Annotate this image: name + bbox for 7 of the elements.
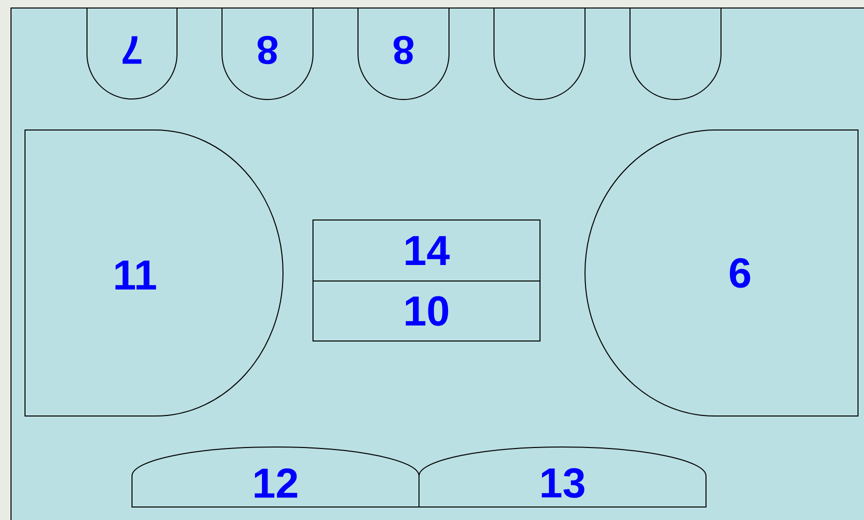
table-box: 10 [312,280,540,342]
chair-drawing [630,8,722,100]
chair-drawing [494,8,586,100]
chair-drawing: 8 [222,8,314,100]
table-box: 14 [312,220,540,282]
chair-drawing: 7 [86,8,178,100]
chair-drawing: 8 [358,8,450,100]
